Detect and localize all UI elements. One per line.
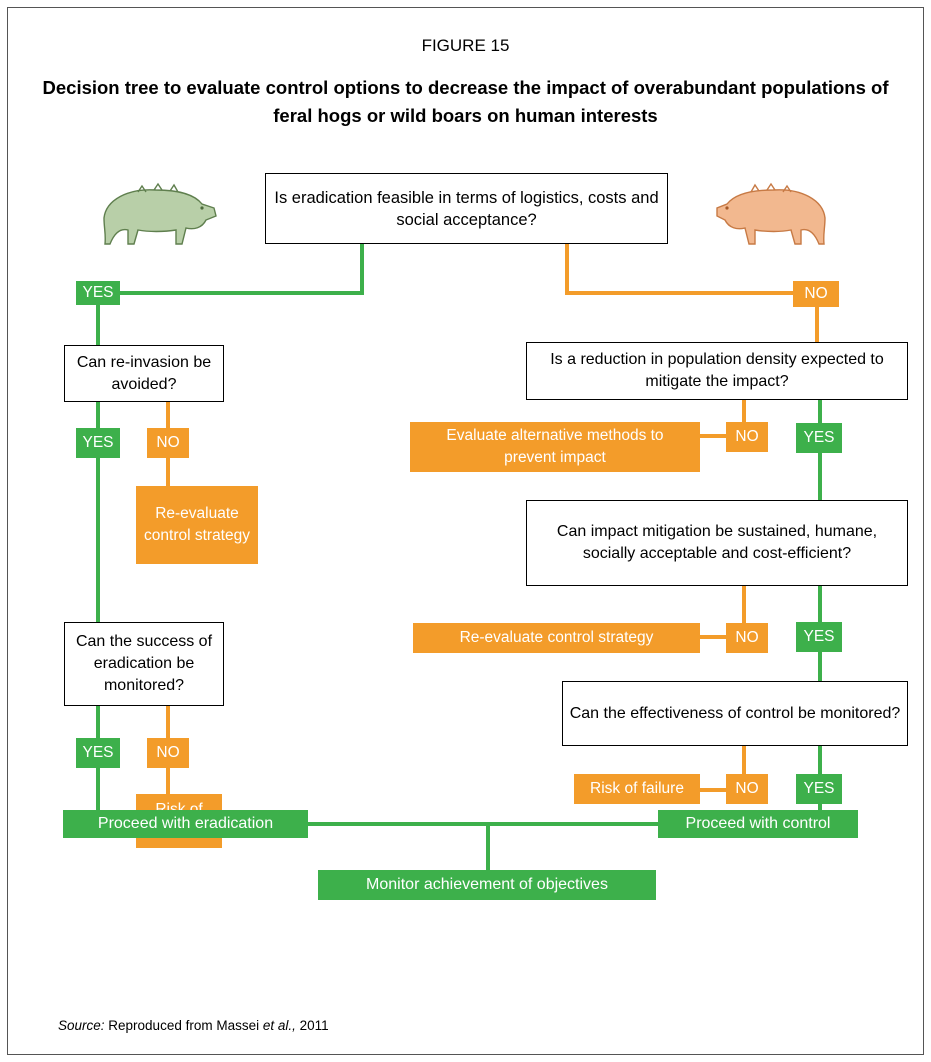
line-root-no: [565, 242, 795, 295]
proceed-eradication: Proceed with eradication: [63, 810, 308, 838]
right-q2-box: Can impact mitigation be sustained, huma…: [526, 500, 908, 586]
figure-label: FIGURE 15: [421, 36, 510, 55]
proceed-control: Proceed with control: [658, 810, 858, 838]
right-q3-no-result: Risk of failure: [574, 774, 700, 804]
root-question-box: Is eradication feasible in terms of logi…: [265, 173, 668, 244]
left-q2-no-label: NO: [147, 738, 189, 768]
right-q3-no-label: NO: [726, 774, 768, 804]
figure-frame: [7, 7, 924, 1055]
source-text-b: 2011: [295, 1018, 329, 1033]
right-q3-box: Can the effectiveness of control be moni…: [562, 681, 908, 746]
right-q1-no-result: Evaluate alternative methods to prevent …: [410, 422, 700, 472]
left-yes-label: YES: [76, 281, 120, 305]
right-q2-no-label: NO: [726, 623, 768, 653]
figure-title: Decision tree to evaluate control option…: [42, 77, 889, 126]
left-q2-box: Can the success of eradication be monito…: [64, 622, 224, 706]
left-q2-yes-label: YES: [76, 738, 120, 768]
source-text-a: Reproduced from Massei: [104, 1018, 263, 1033]
right-q2-yes-label: YES: [796, 622, 842, 652]
source-etal: et al.,: [262, 1018, 296, 1033]
source-label: Source:: [58, 1018, 105, 1033]
left-q1-box: Can re-invasion be avoided?: [64, 345, 224, 402]
source-note: Source: Reproduced from Massei et al., 2…: [58, 1018, 329, 1033]
right-q1-no-label: NO: [726, 422, 768, 452]
left-q1-yes-label: YES: [76, 428, 120, 458]
left-q1-no-result: Re-evaluate control strategy: [136, 486, 258, 564]
right-q1-yes-label: YES: [796, 423, 842, 453]
right-q3-yes-label: YES: [796, 774, 842, 804]
right-no-label: NO: [793, 281, 839, 307]
right-q2-no-result: Re-evaluate control strategy: [413, 623, 700, 653]
monitor-objectives: Monitor achievement of objectives: [318, 870, 656, 900]
right-q1-box: Is a reduction in population density exp…: [526, 342, 908, 400]
orange-boar-icon: [716, 182, 826, 245]
green-boar-icon: [103, 182, 217, 245]
left-q1-no-label: NO: [147, 428, 189, 458]
line-root-yes: [118, 242, 364, 295]
